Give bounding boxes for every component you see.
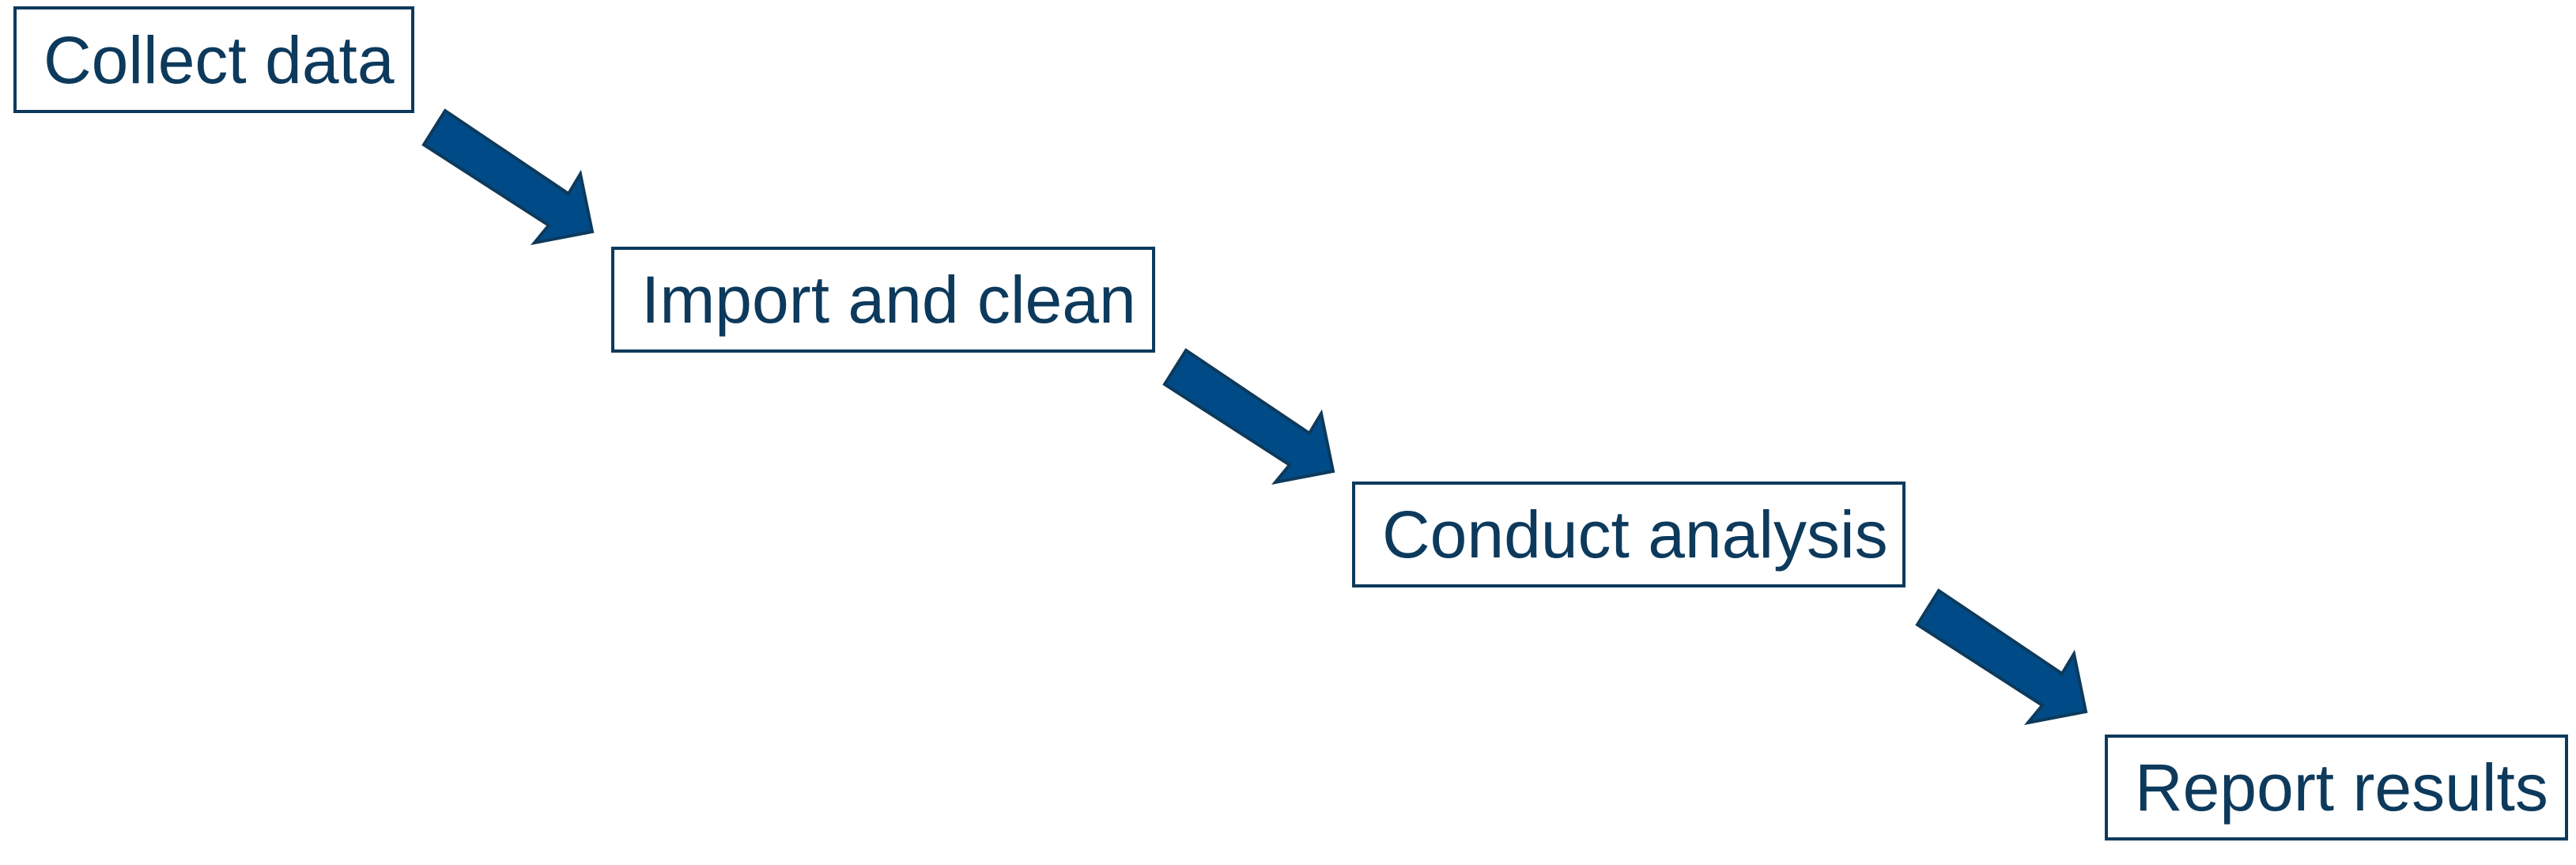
- arrow-icon: [421, 108, 595, 246]
- step-label: Report results: [2135, 750, 2548, 825]
- step-label: Collect data: [43, 22, 395, 97]
- step-import-and-clean: Import and clean: [611, 247, 1155, 353]
- step-report-results: Report results: [2105, 735, 2568, 840]
- arrow-icon: [1915, 588, 2088, 726]
- step-label: Conduct analysis: [1382, 497, 1888, 572]
- arrow-icon: [1162, 348, 1335, 485]
- step-collect-data: Collect data: [13, 6, 414, 113]
- step-label: Import and clean: [641, 263, 1136, 337]
- step-conduct-analysis: Conduct analysis: [1352, 482, 1906, 587]
